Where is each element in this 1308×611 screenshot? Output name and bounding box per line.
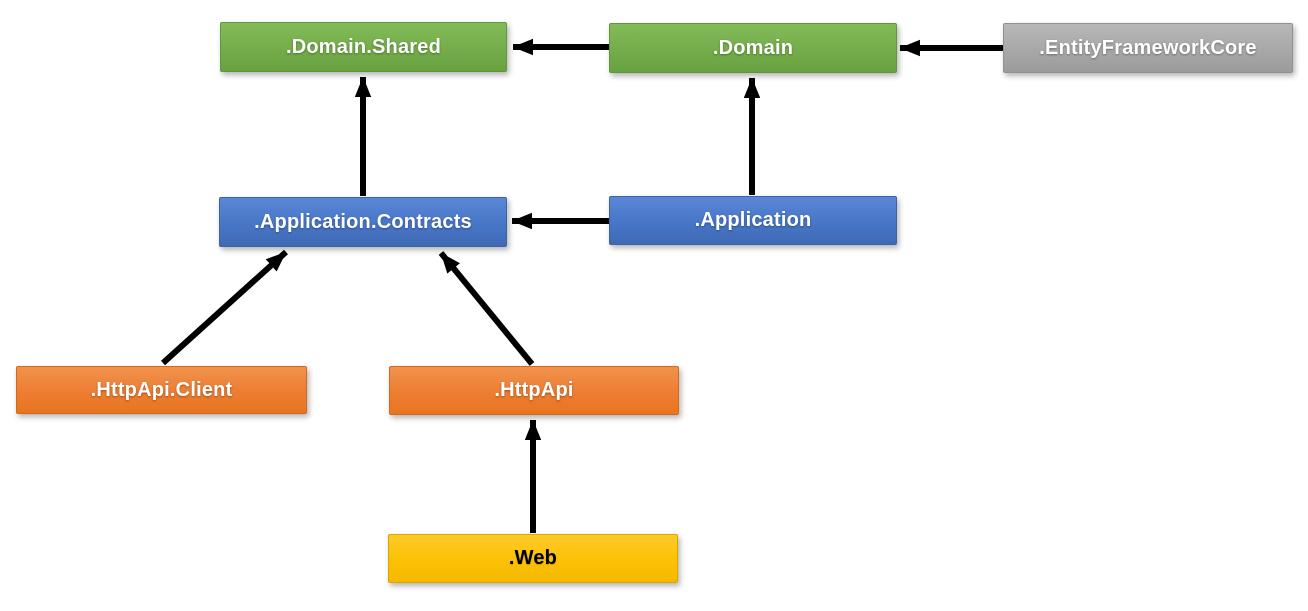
- edge-httpapi-to-appcontracts-arrow: [438, 251, 535, 366]
- node-application-contracts: .Application.Contracts: [219, 197, 507, 247]
- node-entity-framework-core: .EntityFrameworkCore: [1003, 23, 1293, 73]
- node-application: .Application: [609, 196, 897, 245]
- node-httpapi-client: .HttpApi.Client: [16, 366, 307, 414]
- edge-httpapi-client-to-appcontracts-arrow: [160, 249, 289, 366]
- node-domain-shared: .Domain.Shared: [220, 22, 507, 72]
- node-domain: .Domain: [609, 23, 897, 73]
- node-httpapi: .HttpApi: [389, 366, 679, 415]
- node-web: .Web: [388, 534, 678, 583]
